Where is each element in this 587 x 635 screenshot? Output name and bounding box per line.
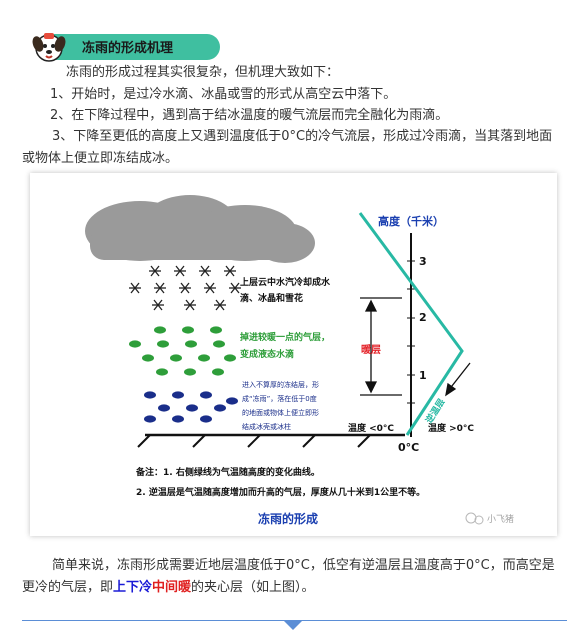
summary-text-1: 简单来说，冻雨形成需要近地层温度低于0°C，低空有逆温层且温度高于0°C，而高空… bbox=[22, 558, 555, 595]
water-drop bbox=[182, 326, 194, 334]
figure-caption: 冻雨的形成 bbox=[258, 511, 318, 526]
water-drop bbox=[157, 340, 169, 348]
step-1: 1、开始时，是过冷水滴、冰晶或雪的形式从高空云中落下。 bbox=[50, 87, 397, 102]
label-lower-1: 进入不算厚的冻结层，形 bbox=[242, 380, 319, 389]
snowflake-icon bbox=[199, 265, 211, 277]
supercooled-drop bbox=[144, 415, 156, 423]
tick-3: 3 bbox=[419, 255, 427, 268]
warm-layer-bracket bbox=[360, 297, 402, 396]
watermark-text: 小飞猪 bbox=[487, 513, 514, 525]
bottom-divider bbox=[22, 620, 567, 621]
summary-highlight-warm: 中间暖 bbox=[152, 580, 192, 595]
label-lower-2: 成“冻雨”，落在低于0度 bbox=[242, 394, 317, 403]
step-3: 3、下降至更低的高度上又遇到温度低于0°C的冷气流层，形成过冷雨滴，当其落到地面… bbox=[22, 129, 553, 166]
supercooled-drop bbox=[200, 391, 212, 399]
freezing-rain-diagram: 上层云中水汽冷却成水 滴、冰晶和雪花 掉进较暖一点的气层， 变成液态水滴 进入不… bbox=[30, 173, 557, 536]
snowflake-icon bbox=[229, 282, 241, 294]
label-upper-1: 上层云中水汽冷却成水 bbox=[240, 276, 331, 288]
tick-1: 1 bbox=[419, 369, 427, 382]
snowflake-icon bbox=[184, 299, 196, 311]
water-drop bbox=[213, 340, 225, 348]
snowflake-icon bbox=[174, 265, 186, 277]
snowflake-icon bbox=[204, 282, 216, 294]
snowflakes bbox=[129, 265, 241, 311]
snowflake-icon bbox=[129, 282, 141, 294]
temp-above-zero: 温度 >0°C bbox=[428, 422, 474, 434]
water-drop bbox=[224, 354, 236, 362]
temp-below-zero: 温度 <0°C bbox=[348, 422, 394, 434]
snowflake-icon bbox=[152, 299, 164, 311]
summary-text-2: 的夹心层（如上图）。 bbox=[191, 580, 315, 595]
note-1: 备注：1. 右侧绿线为气温随高度的变化曲线。 bbox=[135, 466, 320, 478]
water-drop bbox=[154, 326, 166, 334]
header-bar bbox=[48, 34, 220, 60]
water-drop bbox=[170, 354, 182, 362]
supercooled-drop bbox=[144, 391, 156, 399]
label-upper-2: 滴、冰晶和雪花 bbox=[240, 292, 303, 304]
summary-paragraph: 简单来说，冻雨形成需要近地层温度低于0°C，低空有逆温层且温度高于0°C，而高空… bbox=[22, 555, 567, 599]
label-middle-2: 变成液态水滴 bbox=[240, 348, 294, 360]
label-middle-1: 掉进较暖一点的气层， bbox=[240, 331, 330, 343]
label-lower-3: 的地面或物体上便立即形 bbox=[242, 408, 319, 417]
axis-ticks bbox=[407, 260, 415, 404]
watermark: 小飞猪 bbox=[465, 512, 514, 525]
supercooled-drop bbox=[214, 404, 226, 412]
intro-text: 冻雨的形成过程其实很复杂，但机理大致如下： bbox=[66, 65, 340, 80]
supercooled-drop bbox=[200, 415, 212, 423]
ground-line bbox=[137, 433, 405, 448]
snowflake-icon bbox=[214, 299, 226, 311]
water-drop bbox=[156, 368, 168, 376]
tick-2: 2 bbox=[419, 311, 427, 324]
note-2: 2. 逆温层是气温随高度增加而升高的气层，厚度从几十米到1公里不等。 bbox=[136, 486, 425, 498]
inversion-arrow bbox=[445, 362, 471, 397]
snowflake-icon bbox=[149, 265, 161, 277]
zero-degree-label: 0°C bbox=[398, 441, 419, 454]
snowflake-icon bbox=[224, 265, 236, 277]
snowflake-icon bbox=[154, 282, 166, 294]
water-drop bbox=[142, 354, 154, 362]
temperature-profile-line bbox=[358, 212, 464, 436]
diagram-svg: 上层云中水汽冷却成水 滴、冰晶和雪花 掉进较暖一点的气层， 变成液态水滴 进入不… bbox=[85, 195, 514, 526]
water-drop bbox=[210, 326, 222, 334]
step-2: 2、在下降过程中，遇到高于结冰温度的暖气流层而完全融化为雨滴。 bbox=[50, 108, 449, 123]
label-lower-4: 结成冰壳或冰柱 bbox=[242, 422, 291, 431]
water-drop bbox=[212, 368, 224, 376]
warm-layer-label: 暖层 bbox=[361, 343, 381, 356]
supercooled-drop bbox=[186, 404, 198, 412]
green-drops bbox=[129, 326, 236, 376]
snowflake-icon bbox=[179, 282, 191, 294]
water-drop bbox=[185, 340, 197, 348]
dog-mascot-icon bbox=[32, 33, 66, 62]
summary-highlight-cold: 上下冷 bbox=[113, 580, 153, 595]
supercooled-drop bbox=[158, 404, 170, 412]
axis-title: 高度（千米） bbox=[378, 214, 444, 228]
section-title: 冻雨的形成机理 bbox=[82, 41, 174, 56]
water-drop bbox=[198, 354, 210, 362]
water-drop bbox=[184, 368, 196, 376]
cloud-shape bbox=[85, 195, 315, 263]
water-drop bbox=[129, 340, 141, 348]
supercooled-drop bbox=[226, 397, 238, 405]
supercooled-drop bbox=[172, 391, 184, 399]
blue-drops bbox=[144, 391, 238, 423]
section-header: 冻雨的形成机理 bbox=[30, 28, 290, 62]
divider-arrow-icon bbox=[284, 621, 302, 630]
inversion-layer-label: 逆温层 bbox=[423, 396, 447, 425]
supercooled-drop bbox=[172, 415, 184, 423]
